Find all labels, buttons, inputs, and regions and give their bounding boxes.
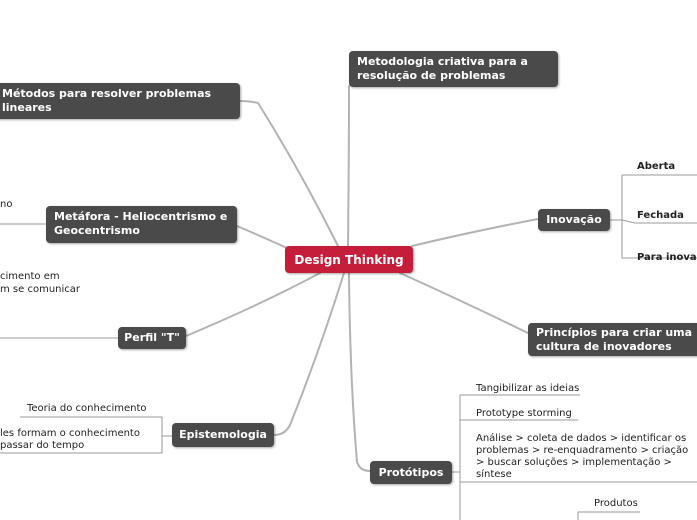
topic-metodologia[interactable]: Metodologia criativa para a resolução de… <box>349 51 558 87</box>
prototipos-child-storming: Prototype storming <box>476 408 572 419</box>
prototipos-child-analise-2: problemas > re-enquadramento > criação <box>476 445 689 456</box>
perfil-child-text-1: cimento em <box>0 271 60 282</box>
topic-epistemologia[interactable]: Epistemologia <box>172 423 274 447</box>
inovacao-child-para-inova: Para inova <box>637 252 697 263</box>
topic-metodos[interactable]: Métodos para resolver problemas lineares <box>0 83 240 119</box>
inovacao-child-fechada: Fechada <box>637 210 684 221</box>
topic-principios[interactable]: Princípios para criar uma cultura de ino… <box>528 323 697 356</box>
topic-metafora[interactable]: Metáfora - Heliocentrismo e Geocentrismo <box>46 206 237 243</box>
prototipos-child-analise-4: síntese <box>476 469 512 480</box>
prototipos-child-analise-3: > buscar soluções > implementação > <box>476 457 672 468</box>
inovacao-child-aberta: Aberta <box>637 161 676 172</box>
epistemologia-child-teoria: Teoria do conhecimento <box>27 403 147 414</box>
prototipos-child-analise-1: Análise > coleta de dados > identificar … <box>476 433 687 444</box>
prototipos-child-produtos: Produtos <box>594 498 638 509</box>
epistemologia-child-text-b: passar do tempo <box>0 440 85 451</box>
metafora-child-text: no <box>0 199 13 210</box>
prototipos-child-tangibilizar: Tangibilizar as ideias <box>476 383 580 394</box>
topic-inovacao[interactable]: Inovação <box>538 209 610 231</box>
topic-prototipos[interactable]: Protótipos <box>370 461 452 484</box>
epistemologia-child-text-a: les formam o conhecimento <box>0 428 140 439</box>
central-topic-design-thinking[interactable]: Design Thinking <box>285 246 413 273</box>
perfil-child-text-2: m se comunicar <box>0 284 81 295</box>
topic-perfil-t[interactable]: Perfil "T" <box>118 327 186 349</box>
